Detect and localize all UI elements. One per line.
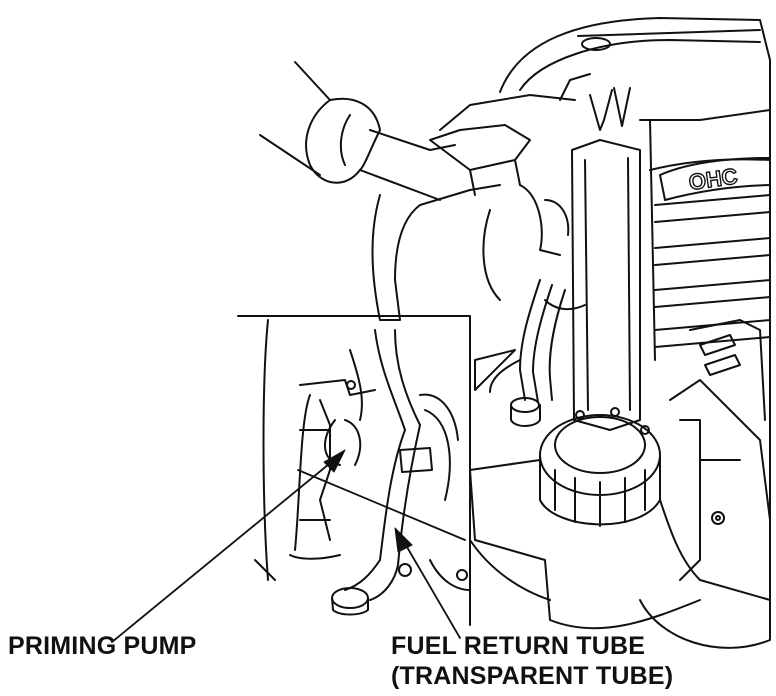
fuel-return-tube-label: FUEL RETURN TUBE [391, 632, 646, 660]
fuel-lines-upper [475, 280, 585, 426]
side-bracket [670, 320, 770, 580]
fuel-return-tube [332, 330, 470, 615]
cooling-ribs [590, 88, 770, 360]
leader-priming-pump [112, 455, 340, 642]
engine-cover [440, 18, 770, 648]
frame-column [572, 140, 640, 430]
fuel-tank-cap [470, 408, 700, 628]
leader-fuel-return-tube [400, 535, 460, 638]
arrow-fuel-return-tube [395, 528, 412, 552]
priming-pump [290, 380, 375, 559]
arrow-heads [324, 450, 412, 552]
ohc-badge-text: OHC [687, 163, 739, 195]
priming-pump-label: PRIMING PUMP [8, 632, 197, 660]
leader-lines [112, 455, 465, 642]
intake-elbow [260, 62, 455, 200]
arrow-priming-pump [324, 450, 345, 472]
transparent-tube-label: (TRANSPARENT TUBE) [391, 662, 674, 690]
tank-lower [470, 500, 770, 600]
inset-frame [238, 316, 470, 625]
tank-body [373, 125, 569, 320]
